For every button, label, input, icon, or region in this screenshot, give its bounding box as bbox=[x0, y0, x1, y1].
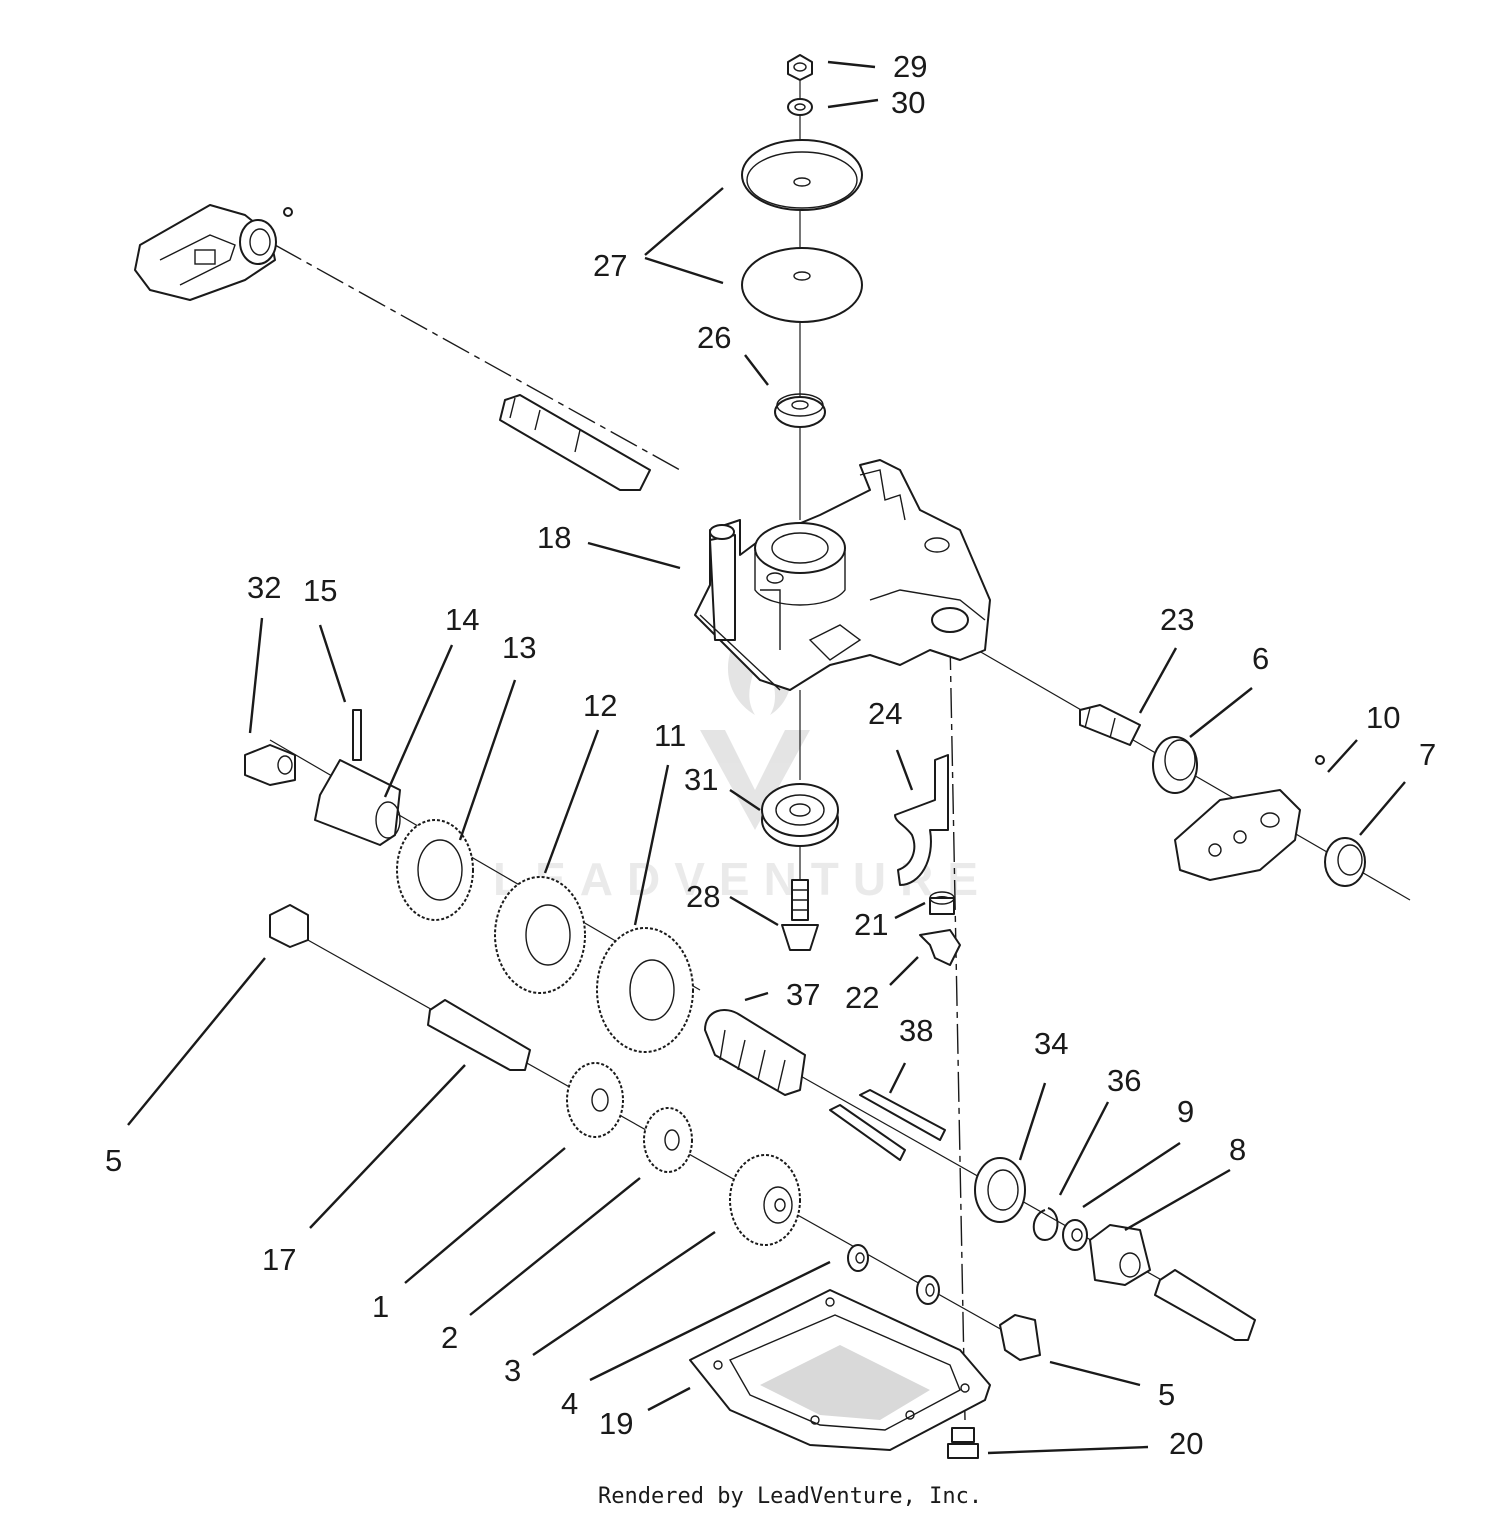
callout-12: 12 bbox=[583, 688, 617, 723]
callout-10: 10 bbox=[1366, 700, 1400, 735]
callout-labels: 29 30 27 26 18 32 15 14 13 12 11 31 24 2… bbox=[105, 49, 1436, 1461]
clutch-hub bbox=[314, 759, 401, 846]
ball-bearing bbox=[761, 783, 839, 847]
callout-31: 31 bbox=[684, 762, 718, 797]
pinion-shaft bbox=[781, 879, 819, 951]
right-lower-bushing bbox=[999, 1314, 1041, 1361]
callout-34: 34 bbox=[1034, 1026, 1068, 1061]
gear-1 bbox=[566, 1062, 624, 1138]
gear-13 bbox=[396, 819, 474, 921]
callout-38: 38 bbox=[899, 1013, 933, 1048]
right-drive-shaft-stub bbox=[1079, 704, 1141, 746]
splined-shaft bbox=[704, 1009, 806, 1096]
callout-7: 7 bbox=[1419, 737, 1436, 772]
callout-18: 18 bbox=[537, 520, 571, 555]
callout-30: 30 bbox=[891, 85, 925, 120]
lock-washer bbox=[787, 98, 813, 116]
right-outer-bushing bbox=[1324, 837, 1366, 887]
callout-37: 37 bbox=[786, 977, 820, 1012]
callout-leaders bbox=[127, 60, 1406, 1455]
left-lower-bushing bbox=[269, 904, 309, 948]
shift-fork bbox=[894, 754, 949, 886]
callout-9: 9 bbox=[1177, 1094, 1194, 1129]
gear-3 bbox=[729, 1154, 801, 1246]
callout-11: 11 bbox=[654, 718, 686, 753]
callout-3: 3 bbox=[504, 1353, 521, 1388]
right-axle-bracket bbox=[1174, 755, 1325, 881]
callout-24: 24 bbox=[868, 696, 902, 731]
callout-20: 20 bbox=[1169, 1426, 1203, 1461]
spacer bbox=[774, 393, 826, 428]
housing-cover bbox=[689, 1289, 991, 1451]
callout-6: 6 bbox=[1252, 641, 1269, 676]
gear-housing bbox=[694, 459, 991, 691]
callout-19: 19 bbox=[599, 1406, 633, 1441]
callout-2: 2 bbox=[441, 1320, 458, 1355]
leadventure-watermark-text: LEADVENTURE bbox=[493, 853, 992, 905]
callout-4: 4 bbox=[561, 1386, 578, 1421]
thrust-washer-a bbox=[847, 1244, 869, 1272]
callout-21: 21 bbox=[854, 907, 888, 942]
nut bbox=[787, 54, 813, 81]
callout-17: 17 bbox=[262, 1242, 296, 1277]
gear-12 bbox=[494, 876, 586, 994]
callout-26: 26 bbox=[697, 320, 731, 355]
callout-5-left: 5 bbox=[105, 1143, 122, 1178]
right-axle-shaft bbox=[1154, 1269, 1256, 1341]
callout-8: 8 bbox=[1229, 1132, 1246, 1167]
callout-5-right: 5 bbox=[1158, 1377, 1175, 1412]
belleville-washer-lower bbox=[741, 247, 863, 323]
gear-2 bbox=[643, 1107, 693, 1173]
thrust-washer-b bbox=[916, 1275, 940, 1305]
shift-key bbox=[919, 929, 961, 966]
drain-plug bbox=[947, 1427, 979, 1459]
left-axle-bracket bbox=[134, 204, 293, 301]
callout-14: 14 bbox=[445, 602, 479, 637]
callout-28: 28 bbox=[686, 879, 720, 914]
callout-29: 29 bbox=[893, 49, 927, 84]
callout-22: 22 bbox=[845, 980, 879, 1015]
oil-seal bbox=[974, 1157, 1026, 1223]
belleville-washer-upper bbox=[741, 139, 863, 211]
shift-collar bbox=[929, 891, 955, 915]
retaining-ring bbox=[1032, 1207, 1059, 1242]
callout-1: 1 bbox=[372, 1289, 389, 1324]
left-axle-shaft bbox=[499, 394, 651, 491]
rendered-by-credit: Rendered by LeadVenture, Inc. bbox=[598, 1484, 982, 1509]
countershaft bbox=[427, 999, 531, 1071]
callout-13: 13 bbox=[502, 630, 536, 665]
right-bushing bbox=[1152, 736, 1198, 794]
callout-27: 27 bbox=[593, 248, 627, 283]
callout-15: 15 bbox=[303, 573, 337, 608]
shift-key-bar bbox=[829, 1089, 946, 1161]
left-shaft-bushing bbox=[244, 744, 296, 786]
callout-36: 36 bbox=[1107, 1063, 1141, 1098]
gear-11 bbox=[596, 927, 694, 1053]
callout-23: 23 bbox=[1160, 602, 1194, 637]
right-flange-bushing bbox=[1089, 1224, 1151, 1286]
roll-pin bbox=[352, 709, 362, 761]
flat-washer bbox=[1062, 1219, 1088, 1251]
callout-32: 32 bbox=[247, 570, 281, 605]
